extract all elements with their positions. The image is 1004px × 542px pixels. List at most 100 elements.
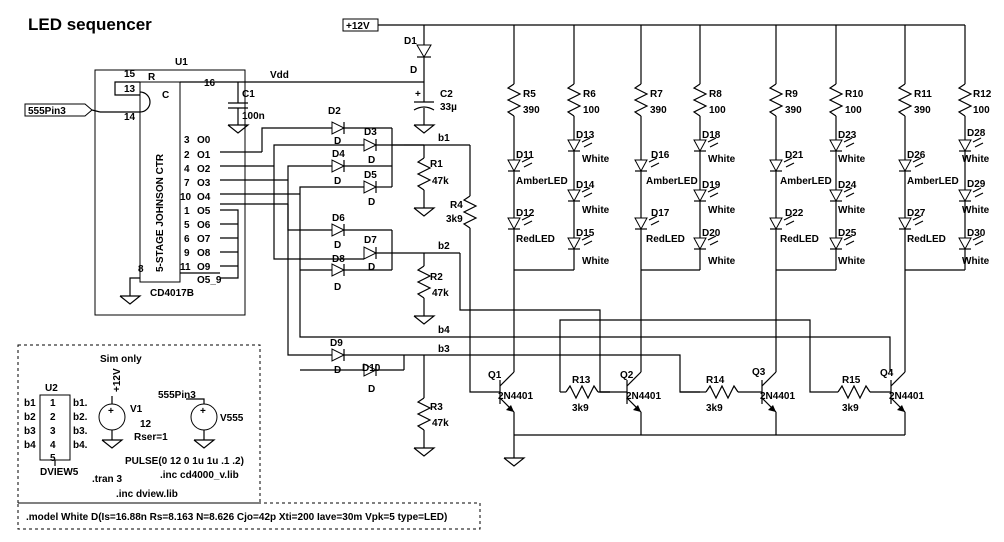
svg-text:White: White bbox=[838, 205, 866, 216]
ground-symbol bbox=[503, 457, 526, 467]
svg-text:555Pin3: 555Pin3 bbox=[158, 390, 196, 401]
svg-text:D3: D3 bbox=[364, 127, 377, 138]
svg-text:R11: R11 bbox=[914, 89, 932, 100]
svg-text:390: 390 bbox=[523, 105, 540, 116]
clock-input-flag bbox=[24, 103, 93, 117]
svg-text:R13: R13 bbox=[572, 375, 591, 386]
svg-text:10: 10 bbox=[180, 192, 192, 203]
svg-text:b1: b1 bbox=[24, 398, 36, 409]
ic-part: CD4017B bbox=[150, 288, 194, 299]
svg-text:R2: R2 bbox=[430, 272, 443, 283]
svg-text:.tran 3: .tran 3 bbox=[92, 474, 122, 485]
svg-text:b1.: b1. bbox=[73, 398, 88, 409]
svg-text:2: 2 bbox=[184, 150, 190, 161]
svg-text:+12V: +12V bbox=[112, 368, 123, 392]
diode-D2: D2D bbox=[328, 106, 392, 147]
resistor-R2: R2 47k bbox=[413, 253, 449, 325]
svg-text:b3: b3 bbox=[24, 426, 36, 437]
svg-text:15: 15 bbox=[124, 69, 136, 80]
diode-D3: D3D bbox=[363, 127, 424, 166]
svg-text:AmberLED: AmberLED bbox=[646, 176, 698, 187]
svg-text:3k9: 3k9 bbox=[446, 214, 463, 225]
diode-D7: D7D bbox=[363, 235, 460, 273]
capacitor-C2: + C2 33µ bbox=[413, 82, 457, 134]
svg-text:O6: O6 bbox=[197, 220, 211, 231]
svg-text:.inc cd4000_v.lib: .inc cd4000_v.lib bbox=[160, 470, 239, 481]
svg-text:White: White bbox=[708, 256, 736, 267]
svg-text:D: D bbox=[368, 197, 375, 208]
svg-text:R9: R9 bbox=[785, 89, 798, 100]
svg-text:D24: D24 bbox=[838, 180, 857, 191]
svg-text:100: 100 bbox=[973, 105, 990, 116]
net-b1: b1 bbox=[438, 133, 450, 144]
svg-text:100: 100 bbox=[845, 105, 862, 116]
svg-text:AmberLED: AmberLED bbox=[780, 176, 832, 187]
clock-input-label: 555Pin3 bbox=[28, 106, 66, 117]
svg-text:O0: O0 bbox=[197, 135, 211, 146]
sim-header: Sim only bbox=[100, 354, 142, 365]
net-b3: b3 bbox=[438, 344, 450, 355]
svg-text:D16: D16 bbox=[651, 150, 670, 161]
net-b2: b2 bbox=[438, 241, 450, 252]
svg-text:Q3: Q3 bbox=[752, 367, 766, 378]
svg-text:12: 12 bbox=[140, 419, 152, 430]
diode-D6: D6D bbox=[331, 213, 392, 251]
svg-text:11: 11 bbox=[180, 262, 191, 273]
svg-text:3: 3 bbox=[50, 426, 56, 437]
svg-text:1: 1 bbox=[50, 398, 56, 409]
model-box bbox=[17, 502, 481, 530]
svg-text:D25: D25 bbox=[838, 228, 857, 239]
svg-text:D5: D5 bbox=[364, 170, 377, 181]
led-column-5: R9 390 D21 AmberLED D22 RedLED bbox=[768, 25, 836, 271]
svg-text:D28: D28 bbox=[967, 128, 986, 139]
svg-text:D10: D10 bbox=[362, 363, 381, 374]
svg-text:2N4401: 2N4401 bbox=[626, 391, 661, 402]
svg-text:4: 4 bbox=[50, 440, 56, 451]
svg-text:.inc dview.lib: .inc dview.lib bbox=[116, 489, 178, 500]
svg-text:D: D bbox=[334, 136, 341, 147]
svg-text:O2: O2 bbox=[197, 164, 211, 175]
led-column-4: R8 100 D18 White D19 White D20 White bbox=[692, 25, 736, 270]
net-b4: b4 bbox=[438, 325, 450, 336]
svg-text:D22: D22 bbox=[785, 208, 804, 219]
svg-text:White: White bbox=[582, 154, 610, 165]
diode-D5: D5D bbox=[363, 170, 392, 208]
ic-U1: U1 CD4017B 5-STAGE JOHNSON CTR 15 R 13 C… bbox=[94, 57, 246, 316]
svg-text:Q4: Q4 bbox=[880, 368, 894, 379]
svg-text:White: White bbox=[962, 256, 990, 267]
svg-text:3k9: 3k9 bbox=[572, 403, 589, 414]
svg-text:2N4401: 2N4401 bbox=[498, 391, 533, 402]
svg-text:7: 7 bbox=[184, 178, 190, 189]
svg-text:RedLED: RedLED bbox=[516, 234, 555, 245]
svg-text:6: 6 bbox=[184, 234, 190, 245]
svg-text:390: 390 bbox=[914, 105, 931, 116]
svg-text:2: 2 bbox=[50, 412, 56, 423]
svg-text:R12: R12 bbox=[973, 89, 992, 100]
svg-text:1: 1 bbox=[184, 206, 190, 217]
svg-text:D: D bbox=[368, 155, 375, 166]
svg-text:33µ: 33µ bbox=[440, 102, 457, 113]
svg-text:D9: D9 bbox=[330, 338, 343, 349]
svg-text:R14: R14 bbox=[706, 375, 725, 386]
svg-text:PULSE(0 12 0 1u 1u .1 .2): PULSE(0 12 0 1u 1u .1 .2) bbox=[125, 456, 244, 467]
svg-text:3k9: 3k9 bbox=[706, 403, 723, 414]
svg-text:D20: D20 bbox=[702, 228, 721, 239]
svg-text:O5: O5 bbox=[197, 206, 211, 217]
svg-text:R10: R10 bbox=[845, 89, 864, 100]
svg-text:R7: R7 bbox=[650, 89, 663, 100]
svg-text:5: 5 bbox=[184, 220, 190, 231]
led-column-1: R5 390 D11 AmberLED D12 RedLED bbox=[506, 25, 574, 271]
ic-ref: U1 bbox=[175, 57, 188, 68]
svg-text:14: 14 bbox=[124, 112, 136, 123]
svg-text:5: 5 bbox=[50, 453, 56, 464]
svg-text:D17: D17 bbox=[651, 208, 670, 219]
svg-text:4: 4 bbox=[184, 164, 190, 175]
svg-text:D4: D4 bbox=[332, 149, 345, 160]
ic-body-text: 5-STAGE JOHNSON CTR bbox=[155, 153, 166, 272]
resistor-R15: R15 3k9 bbox=[830, 375, 891, 414]
svg-text:47k: 47k bbox=[432, 418, 449, 429]
transistor-Q1: Q1 2N4401 bbox=[488, 370, 533, 435]
svg-text:+: + bbox=[200, 406, 206, 417]
